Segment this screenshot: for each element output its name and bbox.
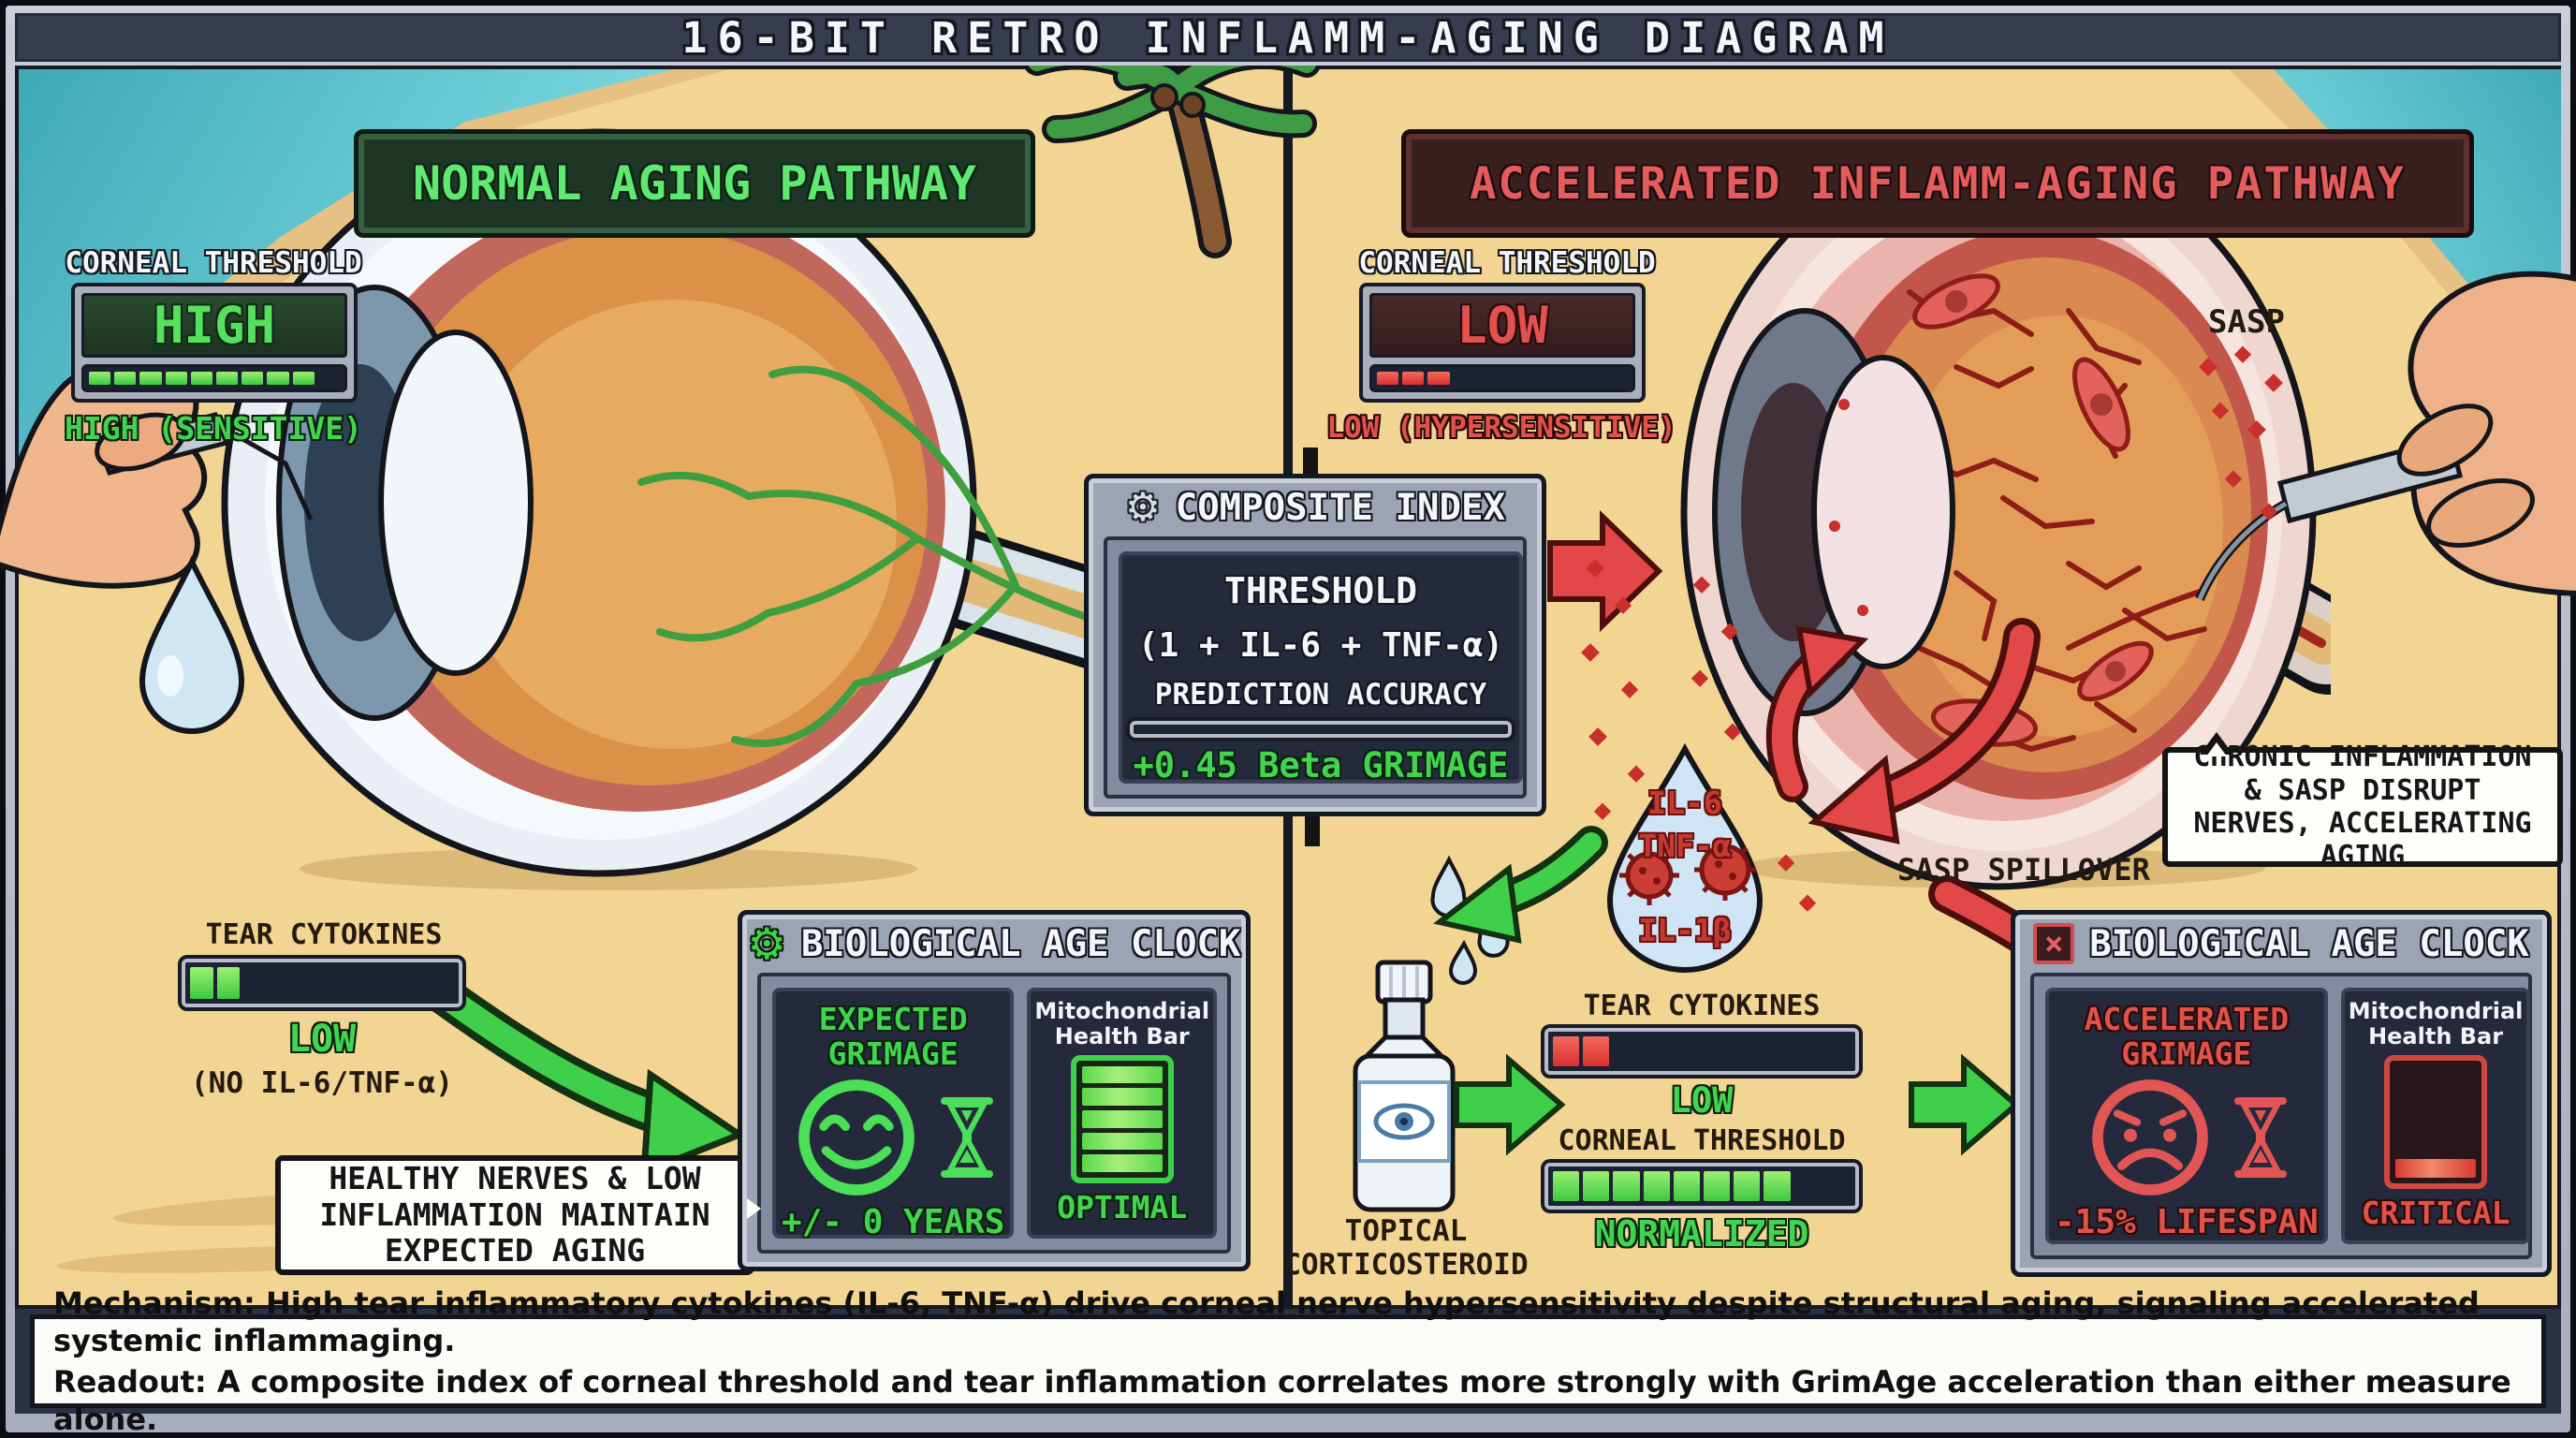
speech-bubble-text: CHRONIC INFLAMMATION & SASP DISRUPT NERV… — [2193, 741, 2532, 873]
grimage-screen-right: ACCELERATED GRIMAGE -15% LIFESPAN — [2045, 988, 2328, 1244]
clock-title-left: BIOLOGICAL AGE CLOCK — [800, 922, 1241, 965]
il6-label: IL-6 — [1647, 785, 1722, 821]
gear-icon: ⚙ — [1125, 484, 1161, 530]
left-hand-with-esthesiometer — [0, 352, 314, 589]
gear-icon: ⚙ — [747, 918, 786, 969]
accuracy-bar — [1126, 717, 1515, 741]
red-arrow-sasp-spillover — [1808, 618, 2041, 844]
happy-face-icon — [798, 1079, 915, 1196]
clock-header-left: ⚙ BIOLOGICAL AGE CLOCK — [742, 915, 1246, 973]
corneal-threshold-label-left: CORNEAL THRESHOLD — [65, 246, 362, 280]
grimage-label-right: ACCELERATED GRIMAGE — [2084, 1001, 2290, 1072]
threshold-value-right: LOW — [1456, 296, 1548, 355]
mito-label-left: Mitochondrial Health Bar — [1034, 998, 1210, 1049]
normalized-status: NORMALIZED — [1594, 1213, 1809, 1255]
corneal-threshold-label-right: CORNEAL THRESHOLD — [1358, 246, 1656, 280]
accuracy-label: PREDICTION ACCURACY — [1154, 678, 1487, 712]
accelerated-pathway-header: ACCELERATED INFLAMM-AGING PATHWAY — [1401, 129, 2474, 238]
mito-battery-left — [1070, 1054, 1174, 1183]
mechanism-line: Mechanism: High tear inflammatory cytoki… — [53, 1285, 2480, 1358]
red-arrow-composite-to-right — [1547, 509, 1663, 633]
clock-body-left: EXPECTED GRIMAGE +/- 0 YEARS Mitochondri… — [757, 973, 1231, 1254]
mito-battery-right — [2384, 1054, 2488, 1189]
mito-label-right: Mitochondrial Health Bar — [2348, 998, 2524, 1049]
composite-screen: THRESHOLD (1 + IL-6 + TNF-α) PREDICTION … — [1119, 551, 1523, 785]
threshold-status-right: LOW (HYPERSENSITIVE) — [1326, 411, 1676, 445]
sasp-label: SASP — [2208, 303, 2285, 341]
grimage-graphics-left — [791, 1072, 995, 1203]
composite-title: COMPOSITE INDEX — [1175, 486, 1505, 529]
green-arrow-tear-to-clock — [420, 973, 747, 1178]
healthy-aging-speech-bubble: HEALTHY NERVES & LOW INFLAMMATION MAINTA… — [275, 1155, 769, 1275]
grimage-screen-left: EXPECTED GRIMAGE +/- 0 YEARS — [772, 988, 1015, 1241]
tear-cytokines-bar-left — [178, 955, 466, 1011]
tear-cytokines-value-right: LOW — [1670, 1080, 1734, 1121]
formula-denominator: (1 + IL-6 + TNF-α) — [1137, 626, 1504, 665]
grimage-value-left: +/- 0 YEARS — [782, 1202, 1005, 1241]
corticosteroid-bottle — [1353, 960, 1456, 1212]
green-arrow-drop-to-bottle — [1433, 826, 1608, 944]
threshold-bar-left — [81, 364, 347, 392]
clock-title-right: BIOLOGICAL AGE CLOCK — [2089, 922, 2529, 965]
threshold-value-left: HIGH — [153, 296, 276, 355]
corneal-threshold-display-left: HIGH — [71, 283, 358, 403]
page-title: 16-BIT RETRO INFLAMM-AGING DIAGRAM — [681, 12, 1895, 63]
red-arrow-into-eye — [1765, 625, 1869, 802]
normal-pathway-title: NORMAL AGING PATHWAY — [412, 156, 977, 211]
palm-tree-illustration — [1023, 66, 1321, 258]
mito-status-right: CRITICAL — [2361, 1195, 2510, 1231]
readout-line: Readout: A composite index of corneal th… — [53, 1364, 2511, 1437]
chronic-inflammation-speech-bubble: CHRONIC INFLAMMATION & SASP DISRUPT NERV… — [2162, 732, 2563, 873]
threshold-status-left: HIGH (SENSITIVE) — [65, 410, 362, 447]
x-icon: × — [2033, 923, 2075, 964]
sad-face-icon — [2092, 1079, 2208, 1196]
tear-cytokines-value-left: LOW — [287, 1018, 357, 1061]
tear-cytokines-bar-right — [1541, 1024, 1863, 1078]
treated-threshold-bar — [1541, 1159, 1863, 1213]
sasp-spillover-label: SASP SPILLOVER — [1897, 852, 2150, 888]
threshold-bar-right — [1369, 364, 1635, 392]
tear-cytokines-label-left: TEAR CYTOKINES — [205, 918, 443, 951]
diagram-artwork-overlay — [0, 66, 2576, 1212]
treatment-label: TOPICAL CORTICOSTEROID — [1283, 1214, 1529, 1282]
grimage-graphics-right — [2085, 1072, 2289, 1203]
biological-age-clock-left: ⚙ BIOLOGICAL AGE CLOCK EXPECTED GRIMAGE — [738, 910, 1251, 1271]
cytokine-tear-drop — [1606, 742, 1764, 973]
green-arrow-bars-to-clock — [1909, 1053, 2021, 1156]
tear-drop-icon — [139, 555, 245, 734]
cytokine-virus-icon — [1619, 839, 1756, 905]
accelerated-pathway-title: ACCELERATED INFLAMM-AGING PATHWAY — [1470, 157, 2406, 210]
composite-header: ⚙ COMPOSITE INDEX — [1089, 478, 1542, 536]
tear-cytokines-label-right: TEAR CYTOKINES — [1583, 990, 1821, 1022]
tear-cytokines-note-left: (NO IL-6/TNF-α) — [191, 1066, 453, 1100]
title-bar: 16-BIT RETRO INFLAMM-AGING DIAGRAM — [15, 12, 2561, 63]
normal-pathway-header: NORMAL AGING PATHWAY — [354, 129, 1035, 238]
inflamed-eye-illustration — [1680, 134, 2331, 890]
corneal-threshold-display-right: LOW — [1359, 283, 1646, 403]
hourglass-icon — [2233, 1096, 2287, 1178]
sasp-particles — [1581, 345, 2283, 912]
clock-body-right: ACCELERATED GRIMAGE -15% LIFESPAN — [2030, 973, 2532, 1259]
speech-bubble-text: HEALTHY NERVES & LOW INFLAMMATION MAINTA… — [319, 1159, 710, 1269]
composite-index-panel: ⚙ COMPOSITE INDEX THRESHOLD (1 + IL-6 + … — [1084, 474, 1546, 816]
mito-screen-left: Mitochondrial Health Bar OPTIMAL — [1027, 988, 1218, 1239]
formula-numerator: THRESHOLD — [1224, 570, 1417, 611]
clock-header-right: × BIOLOGICAL AGE CLOCK — [2015, 915, 2547, 973]
mechanism-readout-footer: Mechanism: High tear inflammatory cytoki… — [30, 1285, 2546, 1437]
il1-beta-label: IL-1β — [1638, 912, 1732, 948]
grimage-label-left: EXPECTED GRIMAGE — [818, 1001, 968, 1072]
composite-body: THRESHOLD (1 + IL-6 + TNF-α) PREDICTION … — [1104, 536, 1527, 799]
biological-age-clock-right: × BIOLOGICAL AGE CLOCK ACCELERATED GRIMA… — [2011, 910, 2552, 1277]
mito-status-left: OPTIMAL — [1057, 1189, 1188, 1225]
threshold-screen-right: LOW — [1369, 293, 1635, 358]
threshold-screen-left: HIGH — [81, 293, 347, 358]
treated-threshold-label: CORNEAL THRESHOLD — [1558, 1124, 1846, 1157]
hourglass-icon — [941, 1096, 994, 1178]
composite-result: +0.45 Beta GRIMAGE — [1133, 745, 1509, 785]
green-arrow-bottle-to-bars — [1454, 1053, 1566, 1156]
right-hand-with-probe — [2195, 271, 2576, 601]
tnf-alpha-label: TNF-α — [1638, 828, 1732, 864]
grimage-value-right: -15% LIFESPAN — [2055, 1202, 2319, 1241]
mito-screen-right: Mitochondrial Health Bar CRITICAL — [2340, 988, 2531, 1244]
